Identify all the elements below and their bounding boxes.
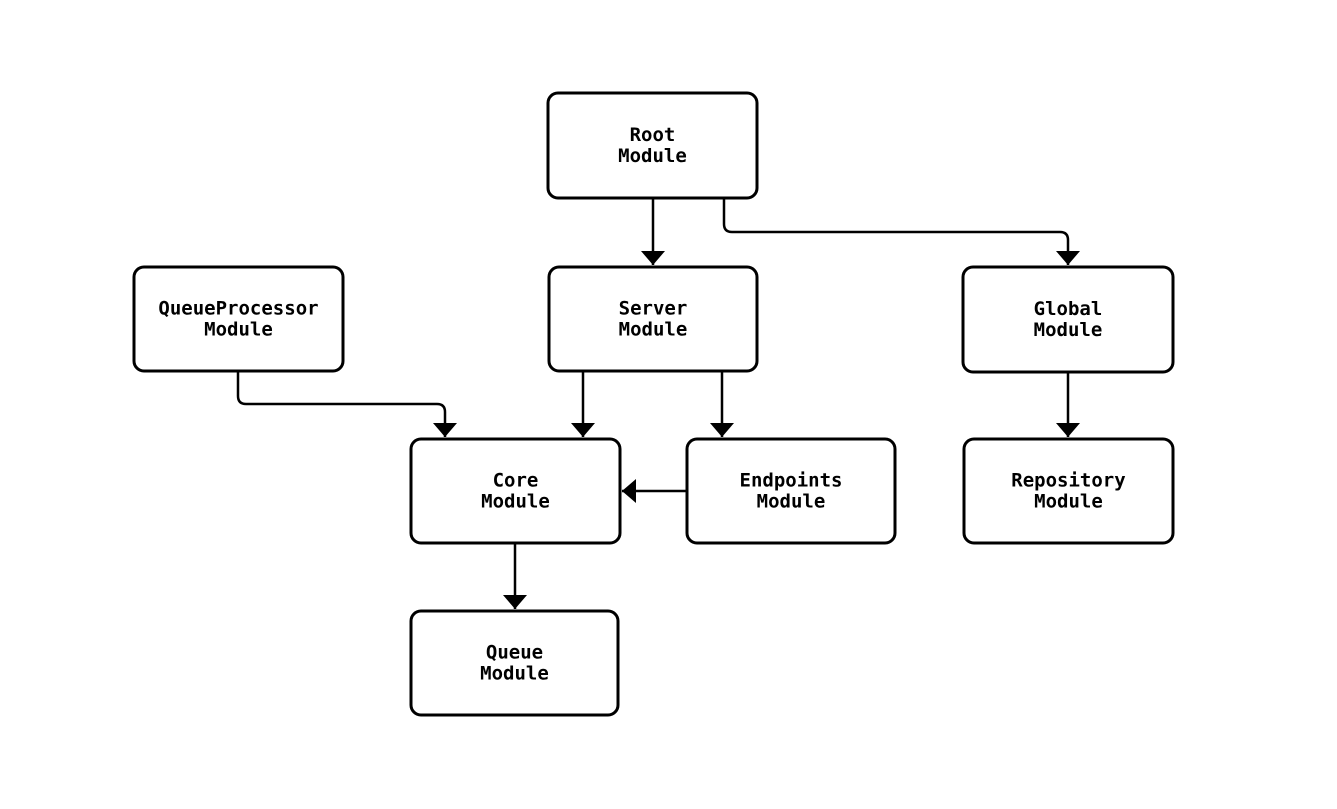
node-label-queue-line1: Queue [486, 642, 543, 664]
node-label-global-line1: Global [1034, 298, 1103, 320]
node-label-core-line1: Core [493, 470, 539, 492]
node-label-queueprocessor-line1: QueueProcessor [158, 298, 318, 320]
node-label-core-line2: Module [481, 491, 550, 513]
node-label-repository-line1: Repository [1011, 470, 1125, 492]
node-label-server-line2: Module [619, 319, 688, 341]
node-label-repository-line2: Module [1034, 491, 1103, 513]
node-label-root-line2: Module [618, 145, 687, 167]
node-box-endpoints [685, 437, 897, 545]
node-label-server-line1: Server [619, 298, 688, 320]
node-box-server [547, 265, 759, 373]
node-box-core [409, 437, 622, 545]
node-label-endpoints-line2: Module [757, 491, 826, 513]
node-label-queueprocessor-line2: Module [204, 319, 273, 341]
node-label-queue-line2: Module [480, 663, 549, 685]
edge-root-to-global [722, 198, 1080, 265]
node-label-endpoints-line1: Endpoints [740, 470, 843, 492]
node-box-repository [962, 437, 1175, 545]
edges-layer [236, 198, 1080, 609]
node-label-global-line2: Module [1034, 319, 1103, 341]
nodes-layer: RootModuleQueueProcessorModuleServerModu… [132, 91, 1175, 717]
node-box-queueprocessor [132, 265, 345, 373]
node-label-root-line1: Root [630, 124, 676, 146]
edge-queueprocessor-to-core [236, 371, 457, 437]
node-box-root [546, 91, 759, 200]
node-box-global [961, 265, 1175, 374]
node-box-queue [409, 609, 620, 717]
